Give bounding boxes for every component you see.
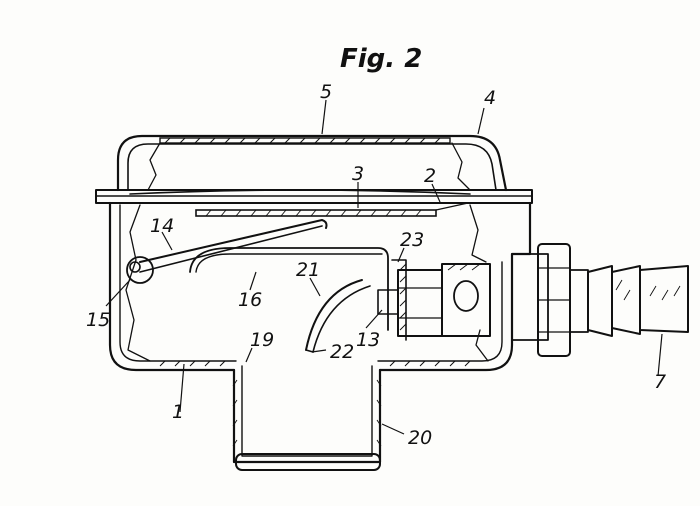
lid-hatching (159, 137, 471, 367)
reference-numerals: 5 4 3 2 14 23 21 16 15 13 22 19 1 20 7 (86, 81, 666, 449)
numeral-14: 14 (150, 215, 174, 237)
valve-assembly (377, 259, 491, 341)
numeral-16: 16 (238, 289, 262, 311)
numeral-2: 2 (424, 165, 436, 187)
arm-21 (305, 279, 371, 353)
lever-14 (126, 219, 328, 284)
numeral-15: 15 (86, 309, 110, 331)
numeral-5: 5 (320, 81, 332, 103)
housing-body (95, 134, 549, 372)
numeral-1: 1 (172, 401, 184, 423)
diaphragm-3 (129, 189, 471, 217)
numeral-19: 19 (250, 329, 274, 351)
numeral-3: 3 (352, 163, 364, 185)
outlet-nozzle-7 (537, 243, 689, 357)
numeral-7: 7 (654, 371, 666, 393)
figure-title: Fig. 2 (340, 44, 422, 74)
inlet-pipe-20 (232, 365, 382, 471)
numeral-21: 21 (296, 259, 320, 281)
spring-16 (189, 247, 389, 331)
leader-lines (105, 99, 663, 435)
numeral-22: 22 (330, 341, 354, 363)
numeral-23: 23 (400, 229, 424, 251)
numeral-20: 20 (408, 427, 432, 449)
numeral-13: 13 (356, 329, 380, 351)
numeral-4: 4 (484, 87, 496, 109)
